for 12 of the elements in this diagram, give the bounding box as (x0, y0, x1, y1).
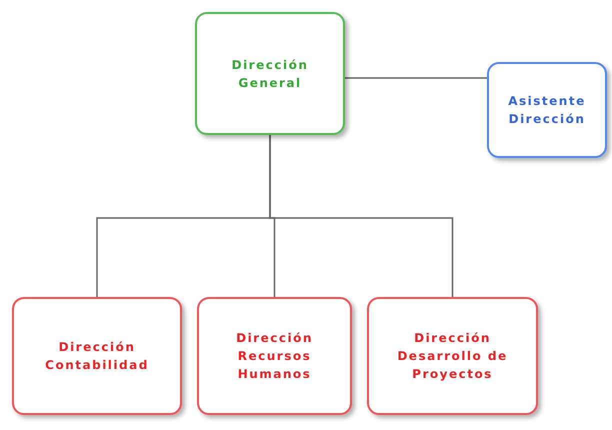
box-title: Dirección Desarrollo de Proyectos (396, 330, 509, 383)
org-box (367, 297, 538, 415)
org-box (197, 297, 352, 415)
box-title: Dirección Contabilidad (44, 339, 150, 374)
org-box (487, 62, 607, 158)
org-box (195, 12, 345, 135)
box-title: Dirección Recursos Humanos (235, 330, 314, 383)
box-title: Dirección General (230, 56, 310, 92)
org-box (12, 297, 182, 415)
box-title: Asistente Dirección (507, 93, 587, 128)
connector-line (269, 135, 454, 297)
connector-line (345, 77, 487, 79)
